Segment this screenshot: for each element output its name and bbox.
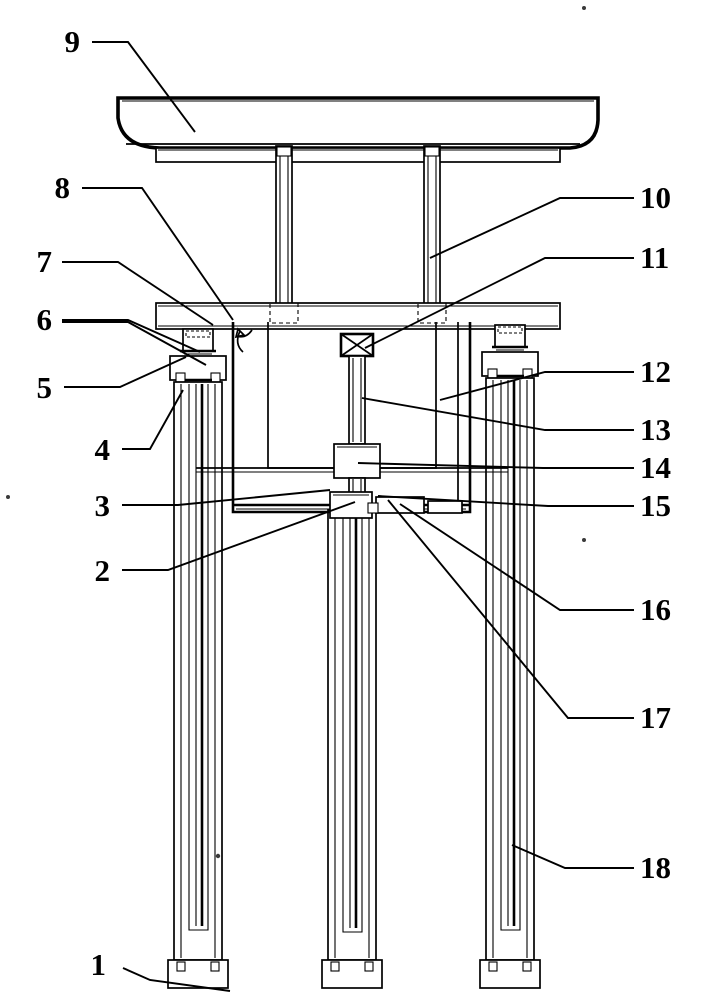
leader-line-18 [511,844,634,869]
callout-label-6: 6 [37,302,53,337]
callout-label-12: 12 [640,354,671,389]
callout-label-11: 11 [640,240,669,275]
leader-line-16 [399,503,634,611]
callout-label-10: 10 [640,180,671,215]
callout-label-9: 9 [65,24,81,59]
basin-bowl [116,96,600,150]
leader-line-10 [429,197,634,259]
callout-label-3: 3 [95,488,111,523]
callout-label-2: 2 [95,553,111,588]
callout-label-14: 14 [640,450,671,485]
leader-line-17 [387,499,634,719]
leader-line-1 [122,967,231,992]
callout-label-4: 4 [95,432,111,467]
left-leg-outer-tube [173,381,223,961]
leader-line-6b [62,321,207,366]
leader-line-14 [357,462,634,469]
callout-label-16: 16 [640,592,671,627]
callout-label-15: 15 [640,488,671,523]
gearbox-transmission [333,443,381,479]
callout-leaders [62,41,634,992]
leader-line-15 [377,495,634,507]
callout-label-5: 5 [37,370,53,405]
left-leg-inner-screw [188,384,209,931]
callout-label-18: 18 [640,850,671,885]
vertical-hanger-rod-right [423,145,441,319]
left-leg-top-collar [182,328,214,352]
universal-joint-coupling [339,332,375,358]
leader-line-9 [92,41,196,133]
callout-label-13: 13 [640,412,671,447]
right-leg-top-collar [494,324,526,348]
horizontal-drive-bar [196,467,508,473]
right-leg-column [485,377,535,961]
motor-housing [329,491,373,519]
leader-line-13 [361,397,634,431]
leader-line-8 [82,187,234,321]
adjustment-arrow-icon [234,327,253,353]
leader-line-5 [64,356,187,388]
leader-line-4 [122,389,184,450]
callout-label-1: 1 [91,947,107,982]
vertical-hanger-rod-left [275,145,293,319]
leader-line-2 [122,501,356,571]
leader-line-12 [439,371,634,401]
callout-label-7: 7 [37,244,53,279]
leader-line-3 [122,489,331,506]
frame-lower-box-small [427,500,463,514]
drive-shaft [348,355,366,445]
leader-line-11 [364,257,634,349]
callout-label-8: 8 [55,170,71,205]
leader-line-6 [62,319,201,353]
telescopic-leg-middle [321,509,383,989]
basin-support-shelf [155,147,561,163]
leader-line-7 [62,261,214,326]
telescopic-leg-left [167,328,229,989]
callout-label-17: 17 [640,700,671,735]
